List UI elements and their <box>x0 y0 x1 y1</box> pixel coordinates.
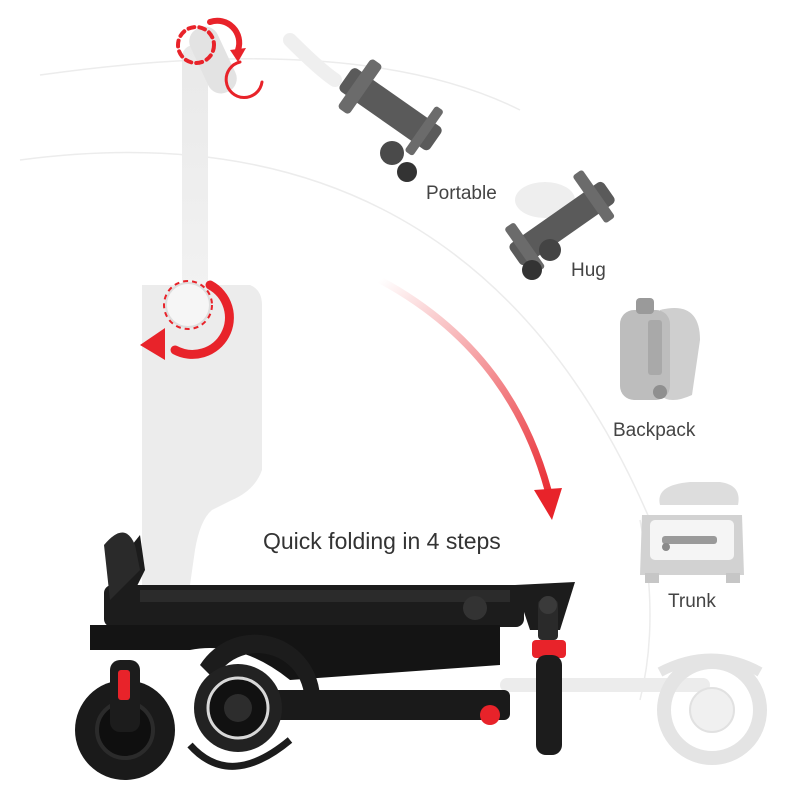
rotate-arrow-secondary-icon <box>176 25 264 99</box>
option-backpack-label: Backpack <box>613 420 696 441</box>
headline-text: Quick folding in 4 steps <box>263 528 501 554</box>
car-trunk-icon <box>640 482 744 583</box>
option-hug-label: Hug <box>571 260 606 281</box>
option-trunk-label: Trunk <box>668 591 716 612</box>
option-portable-label: Portable <box>426 183 497 204</box>
rotate-arrow-hinge-icon <box>140 280 234 360</box>
fold-direction-arrow-icon <box>376 276 562 520</box>
hinge-marker <box>163 280 213 330</box>
rotate-arrow-top-icon <box>207 17 246 62</box>
ghost-scooter-unfolded <box>142 26 262 585</box>
folded-scooter <box>75 532 575 780</box>
person-hugging-scooter-icon <box>505 170 615 280</box>
backpack-icon <box>620 298 700 400</box>
person-carrying-scooter-icon <box>283 33 443 182</box>
